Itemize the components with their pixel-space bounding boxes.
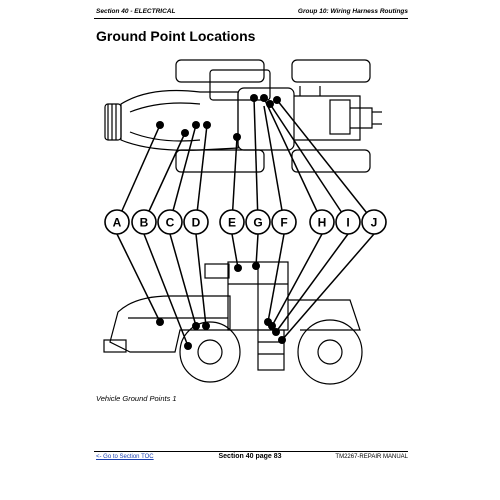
svg-text:I: I xyxy=(346,216,349,230)
tractor-top-view xyxy=(104,59,382,173)
header-divider xyxy=(94,18,408,19)
svg-text:C: C xyxy=(166,216,175,230)
svg-text:F: F xyxy=(280,216,287,230)
callout-h: H xyxy=(309,209,335,235)
svg-text:J: J xyxy=(371,216,378,230)
callout-f: F xyxy=(271,209,297,235)
header-section: Section 40 - ELECTRICAL xyxy=(96,8,176,15)
callout-leaders xyxy=(116,97,375,347)
callout-b: B xyxy=(131,209,157,235)
svg-text:D: D xyxy=(192,216,201,230)
callout-g: G xyxy=(245,209,271,235)
ground-point-markers xyxy=(156,94,286,350)
header-group: Group 10: Wiring Harness Routings xyxy=(297,8,408,15)
svg-text:H: H xyxy=(318,216,327,230)
go-to-section-toc-link[interactable]: <- Go to Section TOC xyxy=(96,454,154,460)
svg-text:B: B xyxy=(140,216,149,230)
callout-c: C xyxy=(157,209,183,235)
callout-d: D xyxy=(183,209,209,235)
callout-circles: A B C D E G F H I J xyxy=(104,209,387,235)
svg-text:A: A xyxy=(113,216,122,230)
footer-divider xyxy=(94,451,408,452)
figure-caption: Vehicle Ground Points 1 xyxy=(96,394,177,403)
callout-a: A xyxy=(104,209,130,235)
svg-text:E: E xyxy=(228,216,236,230)
page-number: Section 40 page 83 xyxy=(218,453,282,460)
tractor-side-view xyxy=(103,261,363,385)
callout-e: E xyxy=(219,209,245,235)
page-title: Ground Point Locations xyxy=(96,28,256,44)
callout-j: J xyxy=(361,209,387,235)
svg-text:G: G xyxy=(253,216,262,230)
manual-id: TM2267-REPAIR MANUAL xyxy=(335,454,408,460)
callout-i: I xyxy=(335,209,361,235)
